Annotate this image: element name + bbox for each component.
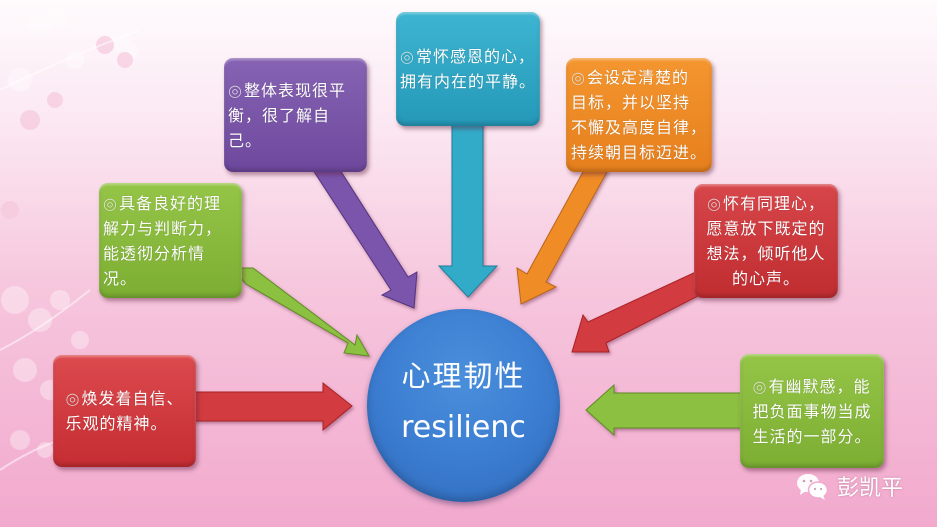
watermark: 彭凯平 — [795, 468, 903, 504]
wechat-icon — [797, 474, 829, 500]
arrow-balance — [312, 169, 418, 309]
node-confidence: ◎焕发着自信、 乐观的精神。 — [53, 355, 196, 467]
arrow-understanding — [230, 267, 370, 357]
bullet-icon: ◎ — [103, 193, 118, 213]
arrow-empathy — [571, 269, 701, 353]
bullet-icon: ◎ — [228, 80, 243, 100]
node-empathy-text: ◎怀有同理心， 愿意放下既定的 想法，倾听他人 的心声。 — [706, 194, 826, 288]
arrow-confidence — [189, 381, 353, 432]
bullet-icon: ◎ — [65, 389, 81, 408]
node-goals: ◎会设定清楚的 目标，并以坚持 不懈及高度自律， 持续朝目标迈进。 — [566, 58, 712, 172]
center-title-zh: 心理韧性 — [401, 358, 526, 393]
node-humor-text: ◎有幽默感，能 把负面事物当成 生活的一部分。 — [752, 376, 872, 446]
bullet-icon: ◎ — [400, 47, 415, 66]
center-title-en: resilienc — [401, 409, 526, 445]
watermark-label: 彭凯平 — [837, 476, 904, 501]
arrow-goals — [516, 169, 609, 305]
bullet-icon: ◎ — [752, 376, 768, 396]
arrow-humor — [585, 383, 743, 437]
node-empathy: ◎怀有同理心， 愿意放下既定的 想法，倾听他人 的心声。 — [694, 184, 838, 298]
node-gratitude: ◎常怀感恩的心， 拥有内在的平静。 — [396, 12, 540, 126]
arrow-gratitude — [437, 121, 499, 298]
center-concept-circle: 心理韧性 resilienc — [367, 309, 560, 502]
node-goals-text: ◎会设定清楚的 目标，并以坚持 不懈及高度自律， 持续朝目标迈进。 — [570, 68, 707, 162]
node-understanding-text: ◎具备良好的理 解力与判断力， 能透彻分析情况。 — [103, 193, 223, 288]
node-balance-text: ◎整体表现很平 衡，很了解自己。 — [228, 80, 346, 150]
node-understanding: ◎具备良好的理 解力与判断力， 能透彻分析情况。 — [99, 183, 242, 298]
bullet-icon: ◎ — [570, 68, 586, 87]
node-confidence-text: ◎焕发着自信、 乐观的精神。 — [65, 389, 184, 433]
node-humor: ◎有幽默感，能 把负面事物当成 生活的一部分。 — [740, 354, 884, 468]
bullet-icon: ◎ — [707, 194, 722, 213]
node-balance: ◎整体表现很平 衡，很了解自己。 — [224, 58, 367, 172]
node-gratitude-text: ◎常怀感恩的心， 拥有内在的平静。 — [400, 47, 537, 91]
